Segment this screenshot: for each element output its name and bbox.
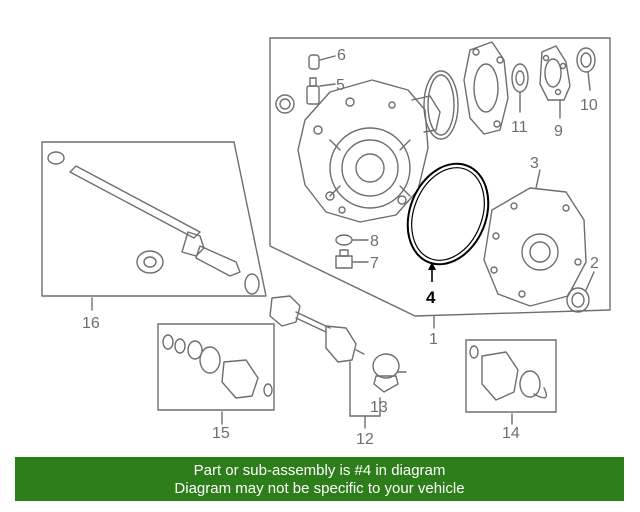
callout-10[interactable]: 10 bbox=[580, 97, 598, 114]
washer-8 bbox=[335, 234, 353, 246]
callout-1[interactable]: 1 bbox=[429, 331, 438, 348]
boot-kit-15 bbox=[162, 334, 273, 399]
seal-11 bbox=[511, 63, 529, 93]
assembly-outline-14 bbox=[465, 339, 557, 413]
cover-plate-top bbox=[463, 41, 509, 135]
o-ring-large bbox=[423, 70, 459, 140]
info-banner: Part or sub-assembly is #4 in diagram Di… bbox=[15, 457, 624, 501]
callout-11[interactable]: 11 bbox=[511, 119, 528, 136]
boot-kit-14 bbox=[469, 345, 548, 401]
assembly-outline-16 bbox=[41, 141, 267, 297]
callout-4[interactable]: 4 bbox=[426, 288, 436, 307]
rear-cover-3 bbox=[483, 169, 587, 307]
callout-2[interactable]: 2 bbox=[590, 255, 599, 272]
cv-joint-13 bbox=[372, 353, 407, 393]
assembly-outline-15 bbox=[157, 323, 275, 411]
gasket-4[interactable] bbox=[393, 152, 502, 277]
assembly-outline-1 bbox=[269, 37, 611, 317]
plug-7 bbox=[335, 249, 369, 269]
callout-3[interactable]: 3 bbox=[530, 155, 539, 172]
seal-left-housing bbox=[275, 94, 295, 114]
callout-14[interactable]: 14 bbox=[502, 425, 520, 442]
callout-5[interactable]: 5 bbox=[336, 77, 345, 94]
callout-6[interactable]: 6 bbox=[337, 47, 346, 64]
callout-leader-4 bbox=[428, 262, 436, 282]
intermediate-shaft bbox=[47, 151, 260, 295]
breather-5 bbox=[306, 77, 336, 105]
callout-12[interactable]: 12 bbox=[356, 431, 374, 448]
callout-13[interactable]: 13 bbox=[370, 399, 388, 416]
banner-line-2: Diagram may not be specific to your vehi… bbox=[174, 480, 465, 497]
callout-9[interactable]: 9 bbox=[554, 123, 563, 140]
seal-10 bbox=[576, 47, 596, 73]
seal-2 bbox=[566, 287, 590, 313]
callout-15[interactable]: 15 bbox=[212, 425, 230, 442]
flange-9 bbox=[539, 45, 571, 119]
banner-line-1: Part or sub-assembly is #4 in diagram bbox=[193, 462, 446, 479]
callout-7[interactable]: 7 bbox=[370, 255, 379, 272]
callout-16[interactable]: 16 bbox=[82, 315, 100, 332]
axle-shaft bbox=[269, 295, 381, 429]
plug-6 bbox=[308, 54, 336, 70]
callout-8[interactable]: 8 bbox=[370, 233, 379, 250]
